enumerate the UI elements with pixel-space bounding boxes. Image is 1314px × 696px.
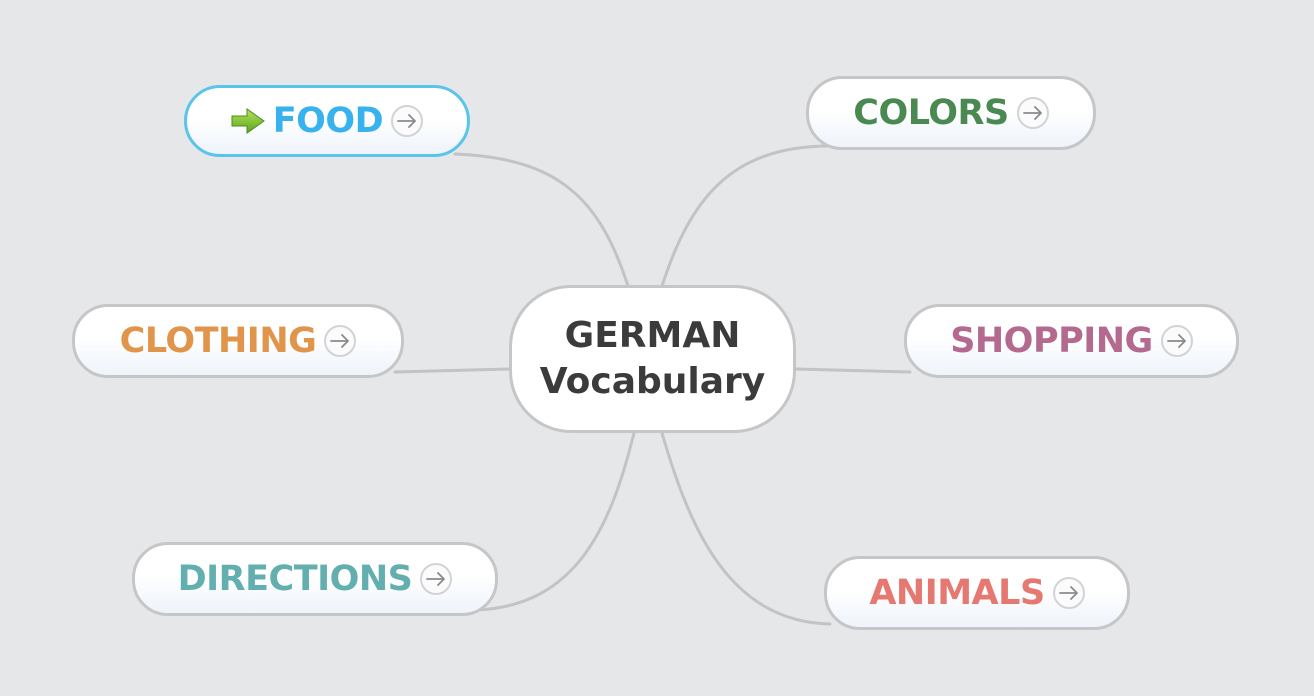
topic-label-clothing: CLOTHING (119, 321, 317, 361)
topic-label-shopping: SHOPPING (950, 321, 1153, 361)
topic-clothing[interactable]: CLOTHING (72, 304, 404, 378)
arrow-right-circle-icon[interactable] (324, 325, 357, 357)
topic-label-food: FOOD (272, 101, 384, 141)
green-arrow-icon (231, 108, 265, 134)
connector-food (453, 152, 630, 288)
topic-animals[interactable]: ANIMALS (824, 556, 1130, 630)
connector-directions (476, 431, 636, 612)
topic-label-colors: COLORS (853, 93, 1009, 133)
connector-colors (660, 144, 832, 288)
arrow-right-circle-icon[interactable] (420, 563, 453, 595)
central-topic[interactable]: GERMAN Vocabulary (509, 285, 796, 433)
arrow-right-circle-icon[interactable] (1160, 325, 1193, 357)
topic-label-animals: ANIMALS (869, 573, 1045, 613)
central-topic-line-2: Vocabulary (539, 361, 766, 402)
topic-colors[interactable]: COLORS (806, 76, 1096, 150)
topic-label-directions: DIRECTIONS (177, 559, 413, 599)
connector-clothing (393, 367, 512, 374)
topic-shopping[interactable]: SHOPPING (904, 304, 1239, 378)
arrow-right-circle-icon[interactable] (1052, 577, 1085, 609)
central-topic-line-1: GERMAN (564, 315, 741, 356)
connector-shopping (794, 367, 912, 374)
arrow-right-circle-icon[interactable] (1016, 97, 1049, 129)
connector-animals (660, 431, 832, 626)
arrow-right-circle-icon[interactable] (391, 105, 424, 137)
topic-directions[interactable]: DIRECTIONS (132, 542, 498, 616)
topic-food[interactable]: FOOD (184, 85, 470, 157)
